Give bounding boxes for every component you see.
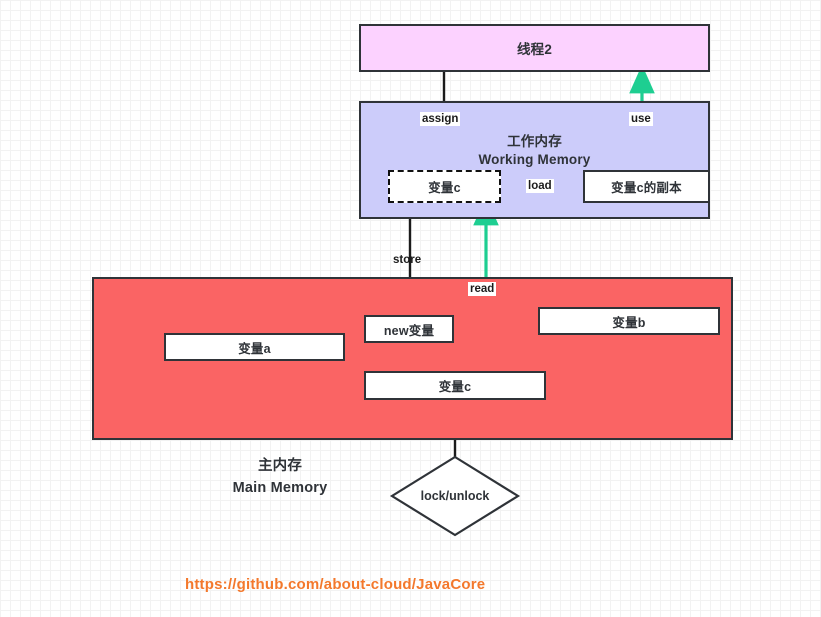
main-memory-label-en: Main Memory	[232, 480, 328, 496]
thread-box[interactable]: 线程2	[359, 24, 710, 72]
lock-unlock-label: lock/unlock	[420, 489, 490, 503]
var-c-copy-box[interactable]: 变量c的副本	[583, 170, 710, 203]
main-memory-label: 主内存 Main Memory	[175, 455, 385, 499]
var-c-main-box[interactable]: 变量c	[364, 371, 546, 400]
lock-unlock-node: lock/unlock	[392, 457, 518, 535]
var-b-box[interactable]: 变量b	[538, 307, 720, 335]
working-memory-title-en: Working Memory	[478, 152, 591, 167]
edge-label-load: load	[526, 179, 554, 193]
main-memory-label-cn: 主内存	[257, 458, 303, 474]
var-c-working-box[interactable]: 变量c	[388, 170, 501, 203]
edge-label-assign: assign	[420, 112, 461, 126]
edge-label-store: store	[393, 254, 422, 266]
working-memory-title-cn: 工作内存	[507, 134, 562, 149]
working-memory-title: 工作内存 Working Memory	[361, 133, 708, 169]
var-a-box[interactable]: 变量a	[164, 333, 345, 361]
footer-url[interactable]: https://github.com/about-cloud/JavaCore	[185, 575, 486, 593]
edge-label-use: use	[629, 112, 653, 126]
new-var-box[interactable]: new变量	[364, 315, 454, 343]
edge-label-read: read	[468, 282, 497, 296]
